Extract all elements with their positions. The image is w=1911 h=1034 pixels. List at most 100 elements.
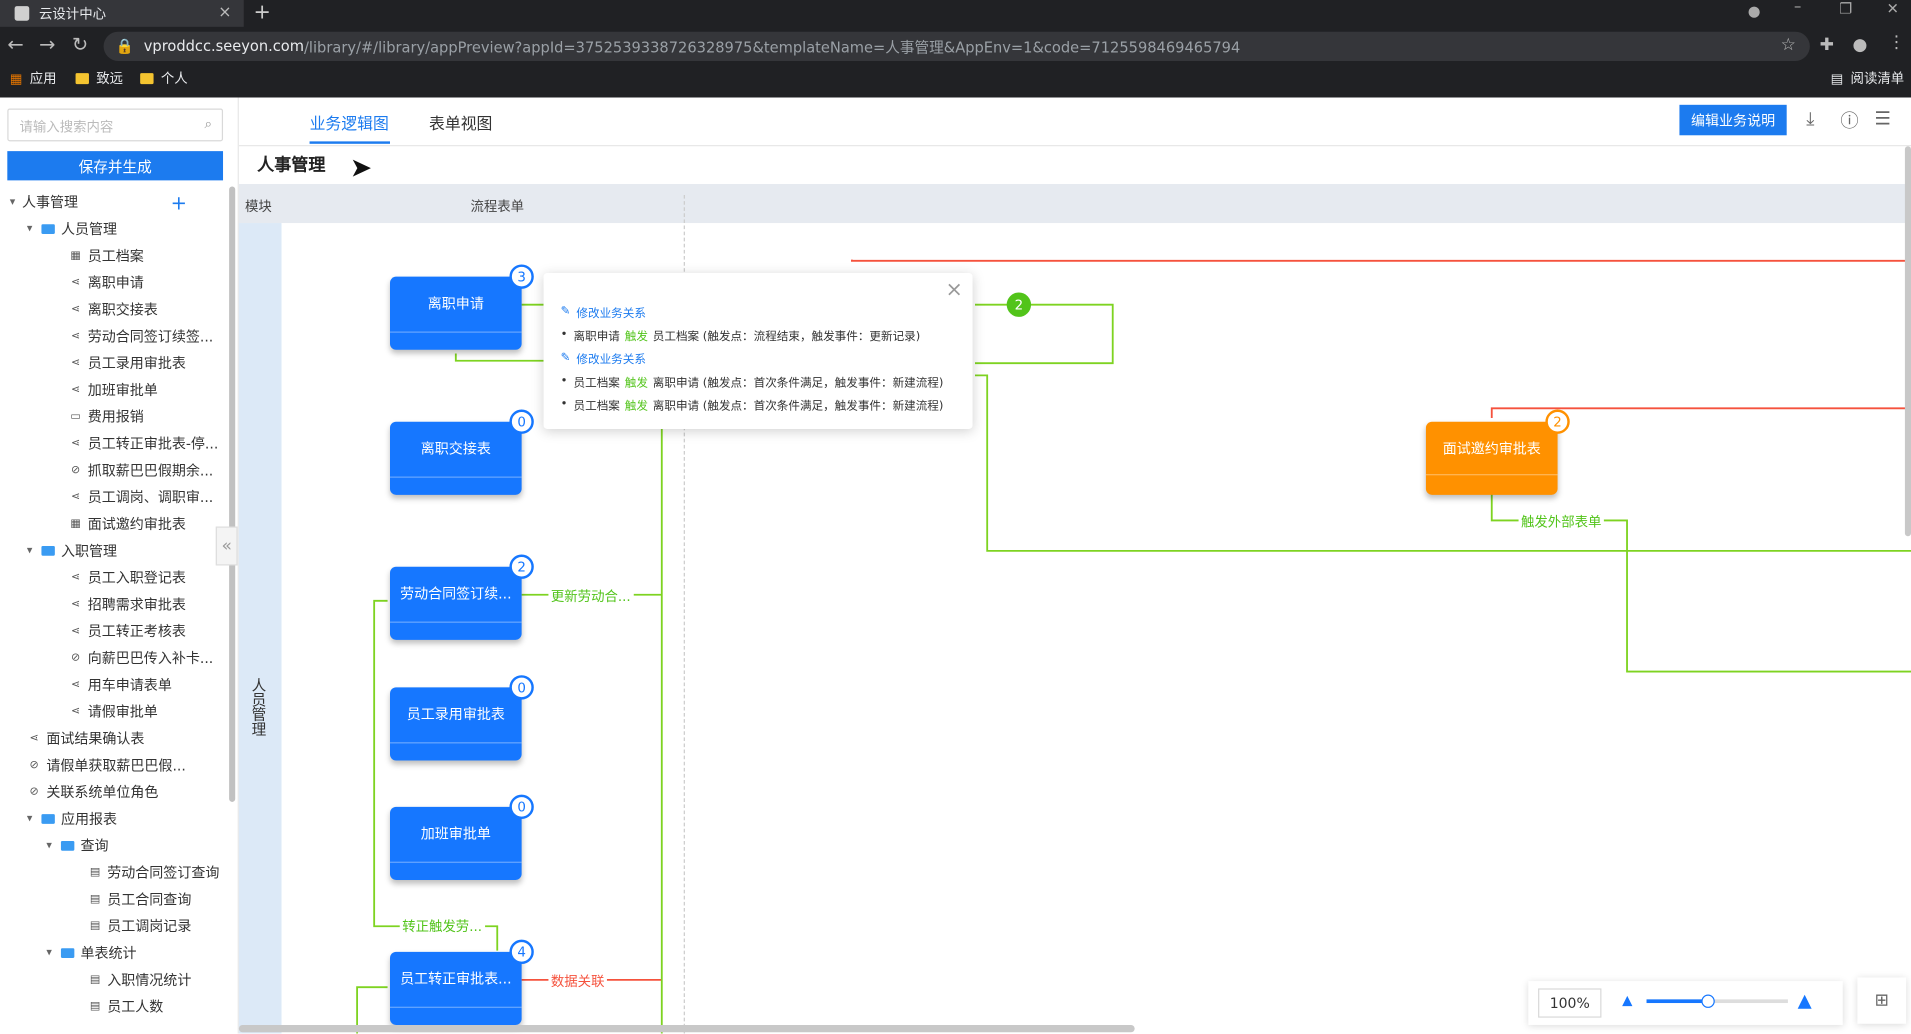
tab-form-view[interactable]: 表单视图 — [429, 115, 493, 135]
edge-label-trigger-external[interactable]: 触发外部表单 — [1518, 511, 1604, 532]
tree-item[interactable]: ▤员工调岗记录 — [7, 913, 226, 940]
tree-item[interactable]: ⊘向薪巴巴传入补卡... — [7, 645, 226, 672]
edge-label-data-link[interactable]: 数据关联 — [548, 971, 607, 991]
expand-icon[interactable]: ▾ — [26, 812, 33, 826]
sidebar-scrollbar[interactable] — [229, 186, 236, 802]
zoom-out-icon[interactable]: ▲ — [1622, 992, 1633, 1008]
tree-item[interactable]: ⋖离职申请 — [7, 269, 226, 296]
expand-icon[interactable]: ▾ — [46, 946, 52, 960]
tree-item[interactable]: ▤入职情况统计 — [7, 966, 226, 993]
flow-icon: ⋖ — [70, 357, 81, 370]
node-count-badge[interactable]: 0 — [509, 675, 534, 700]
help-icon[interactable]: ⓘ — [1840, 109, 1859, 132]
tree-item[interactable]: ⋖劳动合同签订续签... — [7, 323, 226, 350]
relation-count-badge[interactable]: 2 — [1006, 292, 1032, 317]
save-generate-button[interactable]: 保存并生成 — [7, 151, 224, 181]
tree-item[interactable]: ⋖请假审批单 — [7, 698, 226, 725]
node-count-badge[interactable]: 4 — [509, 939, 534, 965]
download-icon[interactable]: ⤓ — [1806, 107, 1815, 130]
minimize-icon[interactable]: – — [1794, 0, 1802, 15]
tree-item[interactable]: ▤员工人数 — [7, 993, 226, 1020]
edge-label-update-contract[interactable]: 更新劳动合... — [548, 586, 634, 606]
extensions-icon[interactable]: ✚ — [1819, 35, 1834, 55]
flow-node[interactable]: 离职交接表 — [390, 421, 522, 495]
tree-item[interactable]: ⋖加班审批单 — [7, 377, 226, 404]
zoom-in-icon[interactable]: ▲ — [1797, 989, 1812, 1012]
tree-item[interactable]: ▾单表统计 — [7, 940, 226, 967]
panel-toggle-icon[interactable]: ☰ — [1874, 107, 1891, 130]
tree-item[interactable]: ▾入职管理 — [7, 537, 226, 564]
green-connector — [975, 303, 1114, 365]
edit-relation-link[interactable]: ✎修改业务关系 — [561, 300, 973, 323]
node-count-badge[interactable]: 2 — [1545, 409, 1570, 434]
node-count-badge[interactable]: 0 — [509, 409, 534, 434]
tree-item[interactable]: ▦面试邀约审批表 — [7, 511, 226, 538]
tree-item[interactable]: ▦员工档案 — [7, 243, 226, 270]
flow-node[interactable]: 离职申请 — [390, 276, 522, 350]
tree-item[interactable]: ▤员工合同查询 — [7, 886, 226, 913]
browser-tab[interactable]: 云设计中心 × — [0, 0, 244, 27]
tree-item-label: 离职交接表 — [87, 301, 158, 319]
zoom-slider-handle[interactable] — [1701, 994, 1715, 1008]
restore-icon[interactable]: ❐ — [1839, 0, 1853, 18]
bookmark-zhiyuan[interactable]: 致远 — [75, 67, 123, 89]
tree-item[interactable]: ⋖员工转正审批表-停... — [7, 430, 226, 457]
tree-item[interactable]: ⋖员工录用审批表 — [7, 350, 226, 377]
menu-icon[interactable]: ⋮ — [1887, 32, 1905, 53]
tree-item[interactable]: ▾人事管理+ — [7, 189, 226, 216]
tree-item[interactable]: ⊘关联系统单位角色 — [7, 779, 226, 806]
edit-description-button[interactable]: 编辑业务说明 — [1679, 104, 1787, 136]
tree-item[interactable]: ⋖员工调岗、调职审... — [7, 484, 226, 511]
tree-item[interactable]: ▾人员管理 — [7, 216, 226, 243]
tree-item[interactable]: ⋖面试结果确认表 — [7, 725, 226, 752]
edge-label-regularize-trigger[interactable]: 转正触发劳... — [399, 916, 485, 936]
account-icon[interactable]: ● — [1852, 35, 1868, 55]
expand-icon[interactable]: ▾ — [9, 196, 16, 209]
back-icon[interactable]: ← — [7, 32, 24, 57]
node-count-badge[interactable]: 2 — [509, 554, 534, 579]
profile-icon[interactable]: ● — [1747, 2, 1761, 20]
reading-list[interactable]: ▤阅读清单 — [1831, 67, 1905, 89]
tree-item[interactable]: ⊘抓取薪巴巴假期余... — [7, 457, 226, 484]
tree-item[interactable]: ⋖员工入职登记表 — [7, 564, 226, 591]
vertical-scrollbar[interactable] — [1904, 146, 1911, 537]
close-icon[interactable]: × — [945, 277, 963, 303]
address-bar[interactable]: 🔒 vproddcc.seeyon.com /library/#/library… — [103, 31, 1810, 61]
tree-item[interactable]: ▭费用报销 — [7, 403, 226, 430]
tab-close-icon[interactable]: × — [218, 3, 232, 22]
tree-item[interactable]: ⋖用车申请表单 — [7, 672, 226, 699]
flow-node[interactable]: 面试邀约审批表 — [1425, 421, 1558, 495]
tree-item[interactable]: ▾查询 — [7, 832, 226, 859]
window-close-icon[interactable]: ✕ — [1886, 0, 1899, 18]
tree-item[interactable]: ▤劳动合同签订查询 — [7, 859, 226, 886]
flow-node[interactable]: 劳动合同签订续... — [390, 566, 522, 640]
expand-icon[interactable]: ▾ — [46, 839, 52, 852]
bookmark-personal[interactable]: 个人 — [140, 67, 188, 89]
collapse-sidebar-icon[interactable]: « — [215, 526, 238, 566]
add-icon[interactable]: + — [170, 190, 187, 214]
expand-icon[interactable]: ▾ — [26, 544, 33, 557]
tab-logic-diagram[interactable]: 业务逻辑图 — [309, 115, 389, 135]
tree-item[interactable]: ⋖离职交接表 — [7, 296, 226, 323]
search-input[interactable]: 请输入搜索内容 ⌕ — [7, 108, 224, 142]
new-tab-button[interactable]: + — [253, 0, 271, 25]
tree-item[interactable]: ▾应用报表 — [7, 806, 226, 833]
flow-node[interactable]: 员工转正审批表... — [390, 951, 522, 1025]
bookmark-apps[interactable]: ▦应用 — [10, 67, 57, 89]
forward-icon[interactable]: → — [39, 32, 56, 57]
tree-item[interactable]: ⋖员工转正考核表 — [7, 618, 226, 645]
edit-relation-link[interactable]: ✎修改业务关系 — [561, 346, 973, 369]
zoom-slider[interactable] — [1646, 999, 1788, 1004]
zoom-level[interactable]: 100% — [1538, 988, 1602, 1018]
tree-item[interactable]: ⋖招聘需求审批表 — [7, 591, 226, 618]
flow-node[interactable]: 加班审批单 — [390, 806, 522, 880]
tree-item[interactable]: ⊘请假单获取薪巴巴假... — [7, 752, 226, 779]
flow-node[interactable]: 员工录用审批表 — [390, 687, 522, 761]
reload-icon[interactable]: ↻ — [71, 32, 89, 57]
expand-icon[interactable]: ▾ — [26, 223, 33, 236]
node-count-badge[interactable]: 3 — [509, 264, 534, 289]
node-count-badge[interactable]: 0 — [509, 794, 534, 819]
minimap-toggle-icon[interactable]: ⊞ — [1857, 977, 1907, 1024]
star-icon[interactable]: ☆ — [1780, 35, 1796, 55]
horizontal-scrollbar[interactable] — [238, 1024, 1135, 1033]
